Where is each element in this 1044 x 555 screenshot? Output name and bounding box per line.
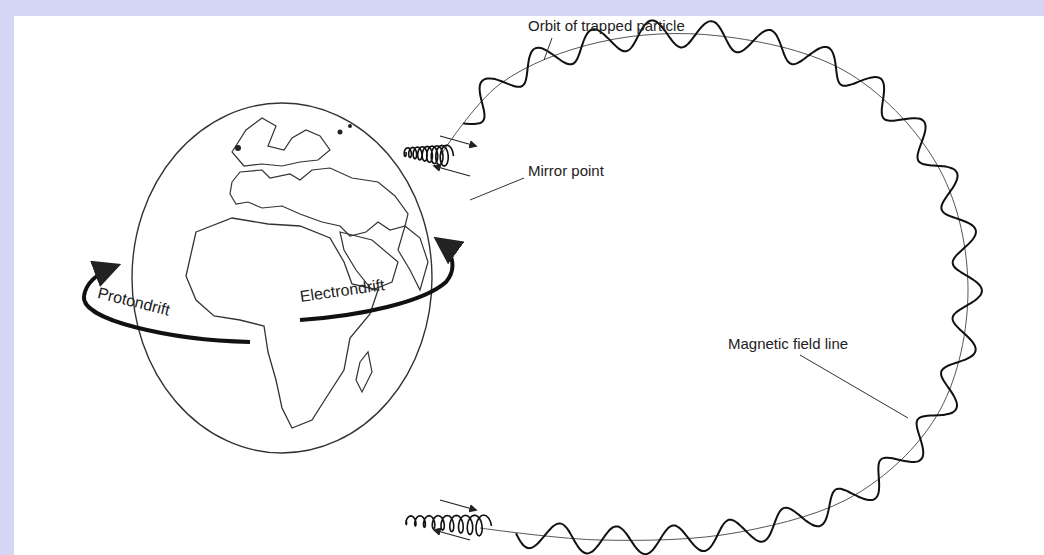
- island: [235, 145, 241, 151]
- continent-india: [398, 226, 428, 290]
- helical-gyration: [406, 515, 492, 536]
- field-line-label: Magnetic field line: [728, 336, 848, 353]
- continent-eurasia: [230, 168, 408, 236]
- motion-arrow: [440, 136, 476, 146]
- island: [348, 124, 352, 128]
- motion-arrow: [434, 530, 470, 540]
- field-line-group: [404, 21, 982, 555]
- diagram-area: [14, 16, 1044, 555]
- leader-line: [470, 178, 524, 200]
- island: [338, 130, 343, 135]
- mirror-point-label: Mirror point: [528, 163, 604, 180]
- continent-scandinavia: [232, 118, 330, 166]
- leader-line: [544, 38, 552, 60]
- madagascar: [356, 352, 372, 392]
- motion-arrow: [440, 500, 476, 510]
- magnetic-field-line: [440, 34, 968, 541]
- continent-africa: [186, 218, 378, 428]
- motion-arrow: [434, 166, 470, 176]
- orbit-label: Orbit of trapped particle: [528, 18, 685, 35]
- earth-outline: [132, 103, 432, 453]
- particle-orbit: [463, 21, 982, 555]
- leader-line: [800, 355, 908, 418]
- helical-gyration: [404, 145, 453, 166]
- illustration: [14, 16, 1044, 555]
- proton-drift-arrow: [84, 266, 250, 342]
